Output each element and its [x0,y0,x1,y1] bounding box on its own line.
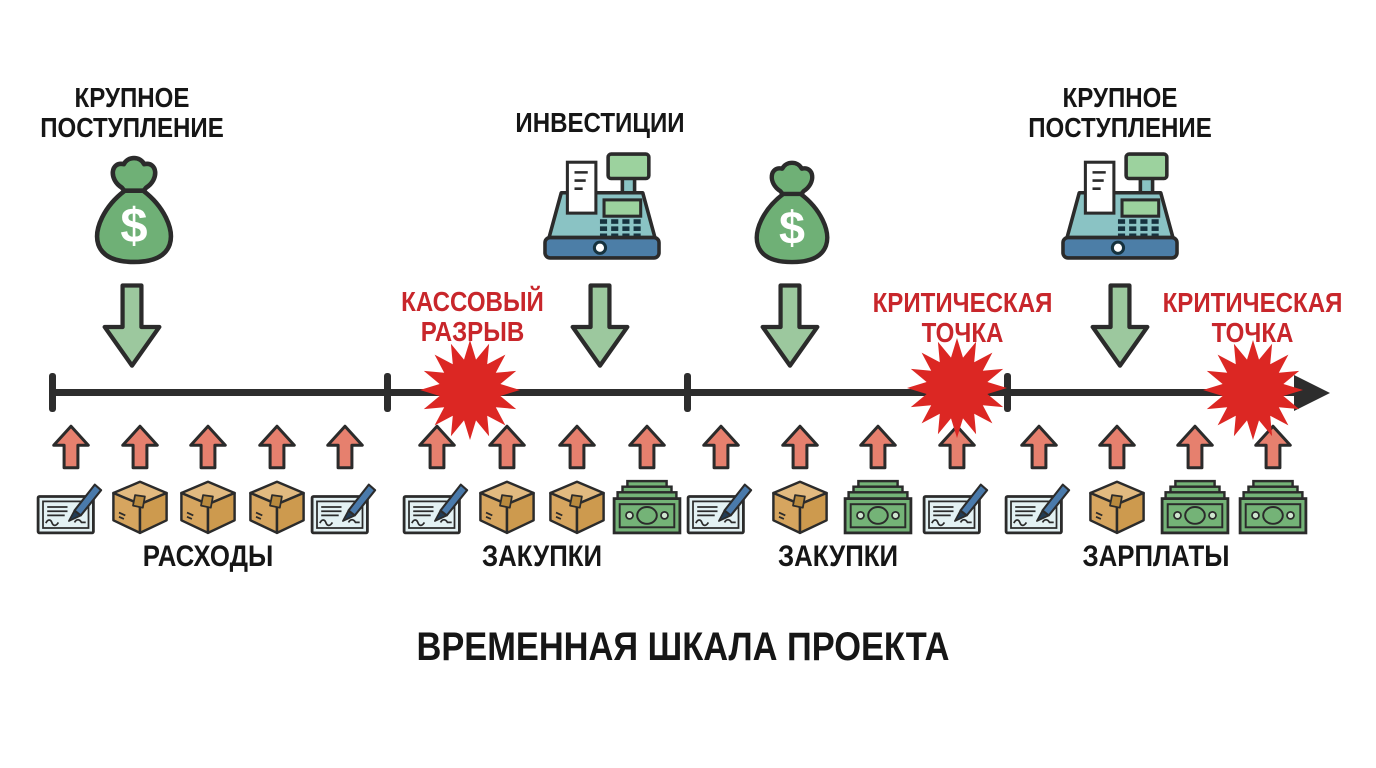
money-bag-icon [748,158,836,265]
cash-icon [1238,479,1308,535]
up-arrow-icon [326,424,364,470]
check-icon [36,479,106,535]
diagram-title: ВРЕМЕННАЯ ШКАЛА ПРОЕКТА [416,625,950,669]
inflow-label-large-receipt-1: КРУПНОЕ ПОСТУПЛЕНИЕ [37,83,226,142]
crisis-label-line: ТОЧКА [921,316,1004,348]
outflow-group-purchases-1 [404,424,680,535]
cash-icon [1160,479,1230,535]
check-icon [922,479,992,535]
timeline-tick [1004,373,1011,412]
outflow-item [688,424,754,535]
crisis-label-cash-gap: КАССОВЫЙ РАЗРЫВ [393,287,552,346]
up-arrow-icon [859,424,897,470]
crisis-label-critical-point-2: КРИТИЧЕСКАЯ ТОЧКА [1160,288,1345,347]
outflow-item [845,424,911,535]
outflow-item [924,424,990,535]
box-icon [765,479,835,535]
crisis-label-line: КРИТИЧЕСКАЯ [872,287,1053,318]
outflow-group-salaries [1006,424,1306,535]
check-icon [402,479,472,535]
timeline-bar [52,389,1300,396]
timeline-tick [49,373,56,412]
up-arrow-icon [781,424,819,470]
up-arrow-icon [189,424,227,470]
box-icon [242,479,312,535]
starburst-icon [420,340,520,440]
inflow-label-investments: ИНВЕСТИЦИИ [505,108,694,138]
outflow-item [1006,424,1072,535]
box-icon [542,479,612,535]
inflow-label-line: ИНВЕСТИЦИИ [515,107,685,138]
outflow-group-label: РАСХОДЫ [142,540,274,573]
outflow-item [474,424,540,535]
outflow-group-label: ЗАКУПКИ [481,540,603,573]
check-icon [686,479,756,535]
up-arrow-icon [1098,424,1136,470]
up-arrow-icon [258,424,296,470]
outflow-item [244,424,310,535]
outflow-group-purchases-2 [688,424,990,535]
inflow-label-large-receipt-2: КРУПНОЕ ПОСТУПЛЕНИЕ [1025,83,1214,142]
outflow-item [312,424,378,535]
cash-icon [612,479,682,535]
outflow-item [1162,424,1228,535]
cash-register-icon [1058,150,1182,262]
crisis-label-line: КАССОВЫЙ [401,286,544,317]
outflow-item [614,424,680,535]
down-arrow-icon [99,281,165,371]
outflow-item [1084,424,1150,535]
down-arrow-icon [757,281,823,371]
outflow-item [107,424,173,535]
up-arrow-icon [52,424,90,470]
check-icon [1004,479,1074,535]
crisis-label-critical-point-1: КРИТИЧЕСКАЯ ТОЧКА [870,288,1055,347]
inflow-label-line: ПОСТУПЛЕНИЕ [1028,111,1212,143]
crisis-label-line: КРИТИЧЕСКАЯ [1162,287,1343,318]
money-bag-icon [88,153,180,265]
down-arrow-icon [567,281,633,371]
crisis-label-line: РАЗРЫВ [420,315,525,347]
box-icon [1082,479,1152,535]
inflow-label-line: ПОСТУПЛЕНИЕ [40,111,224,143]
box-icon [173,479,243,535]
starburst-icon [907,338,1007,438]
up-arrow-icon [628,424,666,470]
inflow-label-line: КРУПНОЕ [1062,82,1178,113]
box-icon [105,479,175,535]
up-arrow-icon [702,424,740,470]
outflow-item [767,424,833,535]
up-arrow-icon [558,424,596,470]
timeline-tick [684,373,691,412]
cash-icon [843,479,913,535]
up-arrow-icon [121,424,159,470]
timeline-arrowhead [1294,375,1330,411]
inflow-label-line: КРУПНОЕ [74,82,190,113]
starburst-icon [1203,340,1303,440]
outflow-item [175,424,241,535]
outflow-group-label: ЗАКУПКИ [777,540,899,573]
outflow-group-label: ЗАРПЛАТЫ [1082,540,1230,573]
timeline-tick [384,373,391,412]
up-arrow-icon [1020,424,1058,470]
box-icon [472,479,542,535]
check-icon [310,479,380,535]
outflow-item [38,424,104,535]
outflow-group-expenses [38,424,378,535]
outflow-item [1240,424,1306,535]
down-arrow-icon [1087,281,1153,371]
outflow-item [544,424,610,535]
cash-register-icon [540,150,664,262]
outflow-item [404,424,470,535]
